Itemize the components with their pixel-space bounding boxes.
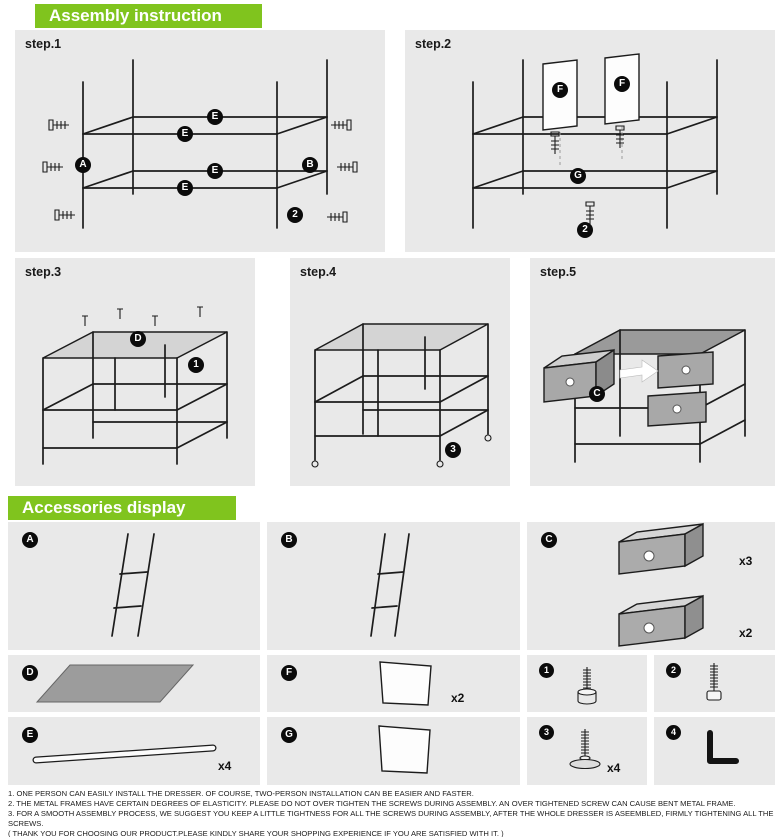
inserted-drawers-icon xyxy=(647,351,714,427)
leveling-foot-icon xyxy=(577,667,597,705)
accessory-badge-a: A xyxy=(22,532,38,548)
accessory-cell-1: 1 xyxy=(527,655,647,712)
callout-badge-3: 3 xyxy=(445,442,461,458)
note-line-2: 2. THE METAL FRAMES HAVE CERTAIN DEGREES… xyxy=(8,799,736,808)
assembly-instruction-banner: Assembly instruction xyxy=(35,4,262,28)
accessory-cell-2: 2 xyxy=(654,655,775,712)
screw-icons xyxy=(82,306,203,326)
accessory-badge-2: 2 xyxy=(666,663,681,678)
round-foot-icon xyxy=(569,729,601,770)
drawer-boxes-icon xyxy=(618,522,704,647)
accessory-cell-d: D xyxy=(8,655,260,712)
feet-icons xyxy=(311,434,492,468)
note-line-4: ( THANK YOU FOR CHOOSING OUR PRODUCT.PLE… xyxy=(8,829,504,837)
screw-icons xyxy=(550,125,625,224)
side-frame-b-icon xyxy=(370,533,410,637)
callout-badge-d: D xyxy=(130,331,146,347)
rod-icon xyxy=(32,744,217,764)
accessory-cell-c: C x3 x2 xyxy=(527,522,775,650)
top-panel-icon xyxy=(574,329,746,355)
accessory-badge-f: F xyxy=(281,665,297,681)
accessory-cell-4: 4 xyxy=(654,717,775,785)
callout-badge-e: E xyxy=(207,109,223,125)
accessory-badge-1: 1 xyxy=(539,663,554,678)
callout-badge-e: E xyxy=(177,180,193,196)
step3-frame-diagram xyxy=(42,306,228,465)
accessory-badge-4: 4 xyxy=(666,725,681,740)
top-panel-icon xyxy=(35,664,195,703)
accessory-cell-e: E x4 xyxy=(8,717,260,785)
step3-panel: step.3 D 1 xyxy=(15,258,255,486)
callout-badge-f: F xyxy=(552,82,568,98)
callout-badge-2: 2 xyxy=(577,222,593,238)
drawer-box-icon xyxy=(618,522,704,575)
step3-label: step.3 xyxy=(25,265,62,279)
accessory-badge-e: E xyxy=(22,727,38,743)
sliding-drawer-icon xyxy=(543,348,615,403)
step4-panel: step.4 3 xyxy=(290,258,510,486)
accessory-badge-3: 3 xyxy=(539,725,554,740)
divider-panel-icon xyxy=(378,725,431,774)
accessories-display-title: Accessories display xyxy=(22,498,186,517)
screw-icons xyxy=(42,119,358,223)
divider-qty: x2 xyxy=(451,691,465,705)
accessory-cell-a: A xyxy=(8,522,260,650)
accessory-badge-g: G xyxy=(281,727,297,743)
footer-notes: 1. ONE PERSON CAN EASILY INSTALL THE DRE… xyxy=(8,789,780,837)
accessory-badge-d: D xyxy=(22,665,38,681)
step4-frame-diagram xyxy=(311,323,492,468)
callout-badge-b: B xyxy=(302,157,318,173)
side-frame-a-icon xyxy=(111,533,155,637)
step2-frame-diagram xyxy=(472,53,718,229)
step2-panel: step.2 F F G 2 xyxy=(405,30,775,252)
callout-badge-1: 1 xyxy=(188,357,204,373)
step5-panel: step.5 C xyxy=(530,258,775,486)
callout-badge-2: 2 xyxy=(287,207,303,223)
rod-qty: x4 xyxy=(218,759,232,773)
note-line-3: 3. FOR A SMOOTH ASSEMBLY PROCESS, WE SUG… xyxy=(8,809,774,828)
callout-badge-a: A xyxy=(75,157,91,173)
assembly-instruction-title: Assembly instruction xyxy=(49,6,222,25)
accessory-cell-f: F x2 xyxy=(267,655,520,712)
step4-label: step.4 xyxy=(300,265,337,279)
drawer-qty-top: x3 xyxy=(739,554,753,568)
callout-badge-e: E xyxy=(177,126,193,142)
accessory-cell-3: 3 x4 xyxy=(527,717,647,785)
callout-badge-c: C xyxy=(589,386,605,402)
allen-key-icon xyxy=(707,730,739,764)
callout-badge-e: E xyxy=(207,163,223,179)
drawer-box-icon xyxy=(618,594,704,647)
step1-label: step.1 xyxy=(25,37,62,51)
drawer-qty-bottom: x2 xyxy=(739,626,753,640)
accessory-cell-b: B xyxy=(267,522,520,650)
bolt-icon xyxy=(706,663,722,701)
accessories-display-banner: Accessories display xyxy=(8,496,236,520)
callout-badge-f: F xyxy=(614,76,630,92)
step1-frame-diagram xyxy=(42,59,358,229)
top-panel-icon xyxy=(314,323,489,351)
step2-label: step.2 xyxy=(415,37,452,51)
foot-qty: x4 xyxy=(607,761,621,775)
accessory-badge-c: C xyxy=(541,532,557,548)
step1-panel: step.1 E E E E A B 2 xyxy=(15,30,385,252)
step5-label: step.5 xyxy=(540,265,577,279)
note-line-1: 1. ONE PERSON CAN EASILY INSTALL THE DRE… xyxy=(8,789,474,798)
accessory-cell-g: G xyxy=(267,717,520,785)
step5-dresser-diagram xyxy=(543,329,746,463)
divider-panel-icon xyxy=(379,661,432,706)
callout-badge-g: G xyxy=(570,168,586,184)
insert-arrow-icon xyxy=(619,359,659,383)
accessory-badge-b: B xyxy=(281,532,297,548)
